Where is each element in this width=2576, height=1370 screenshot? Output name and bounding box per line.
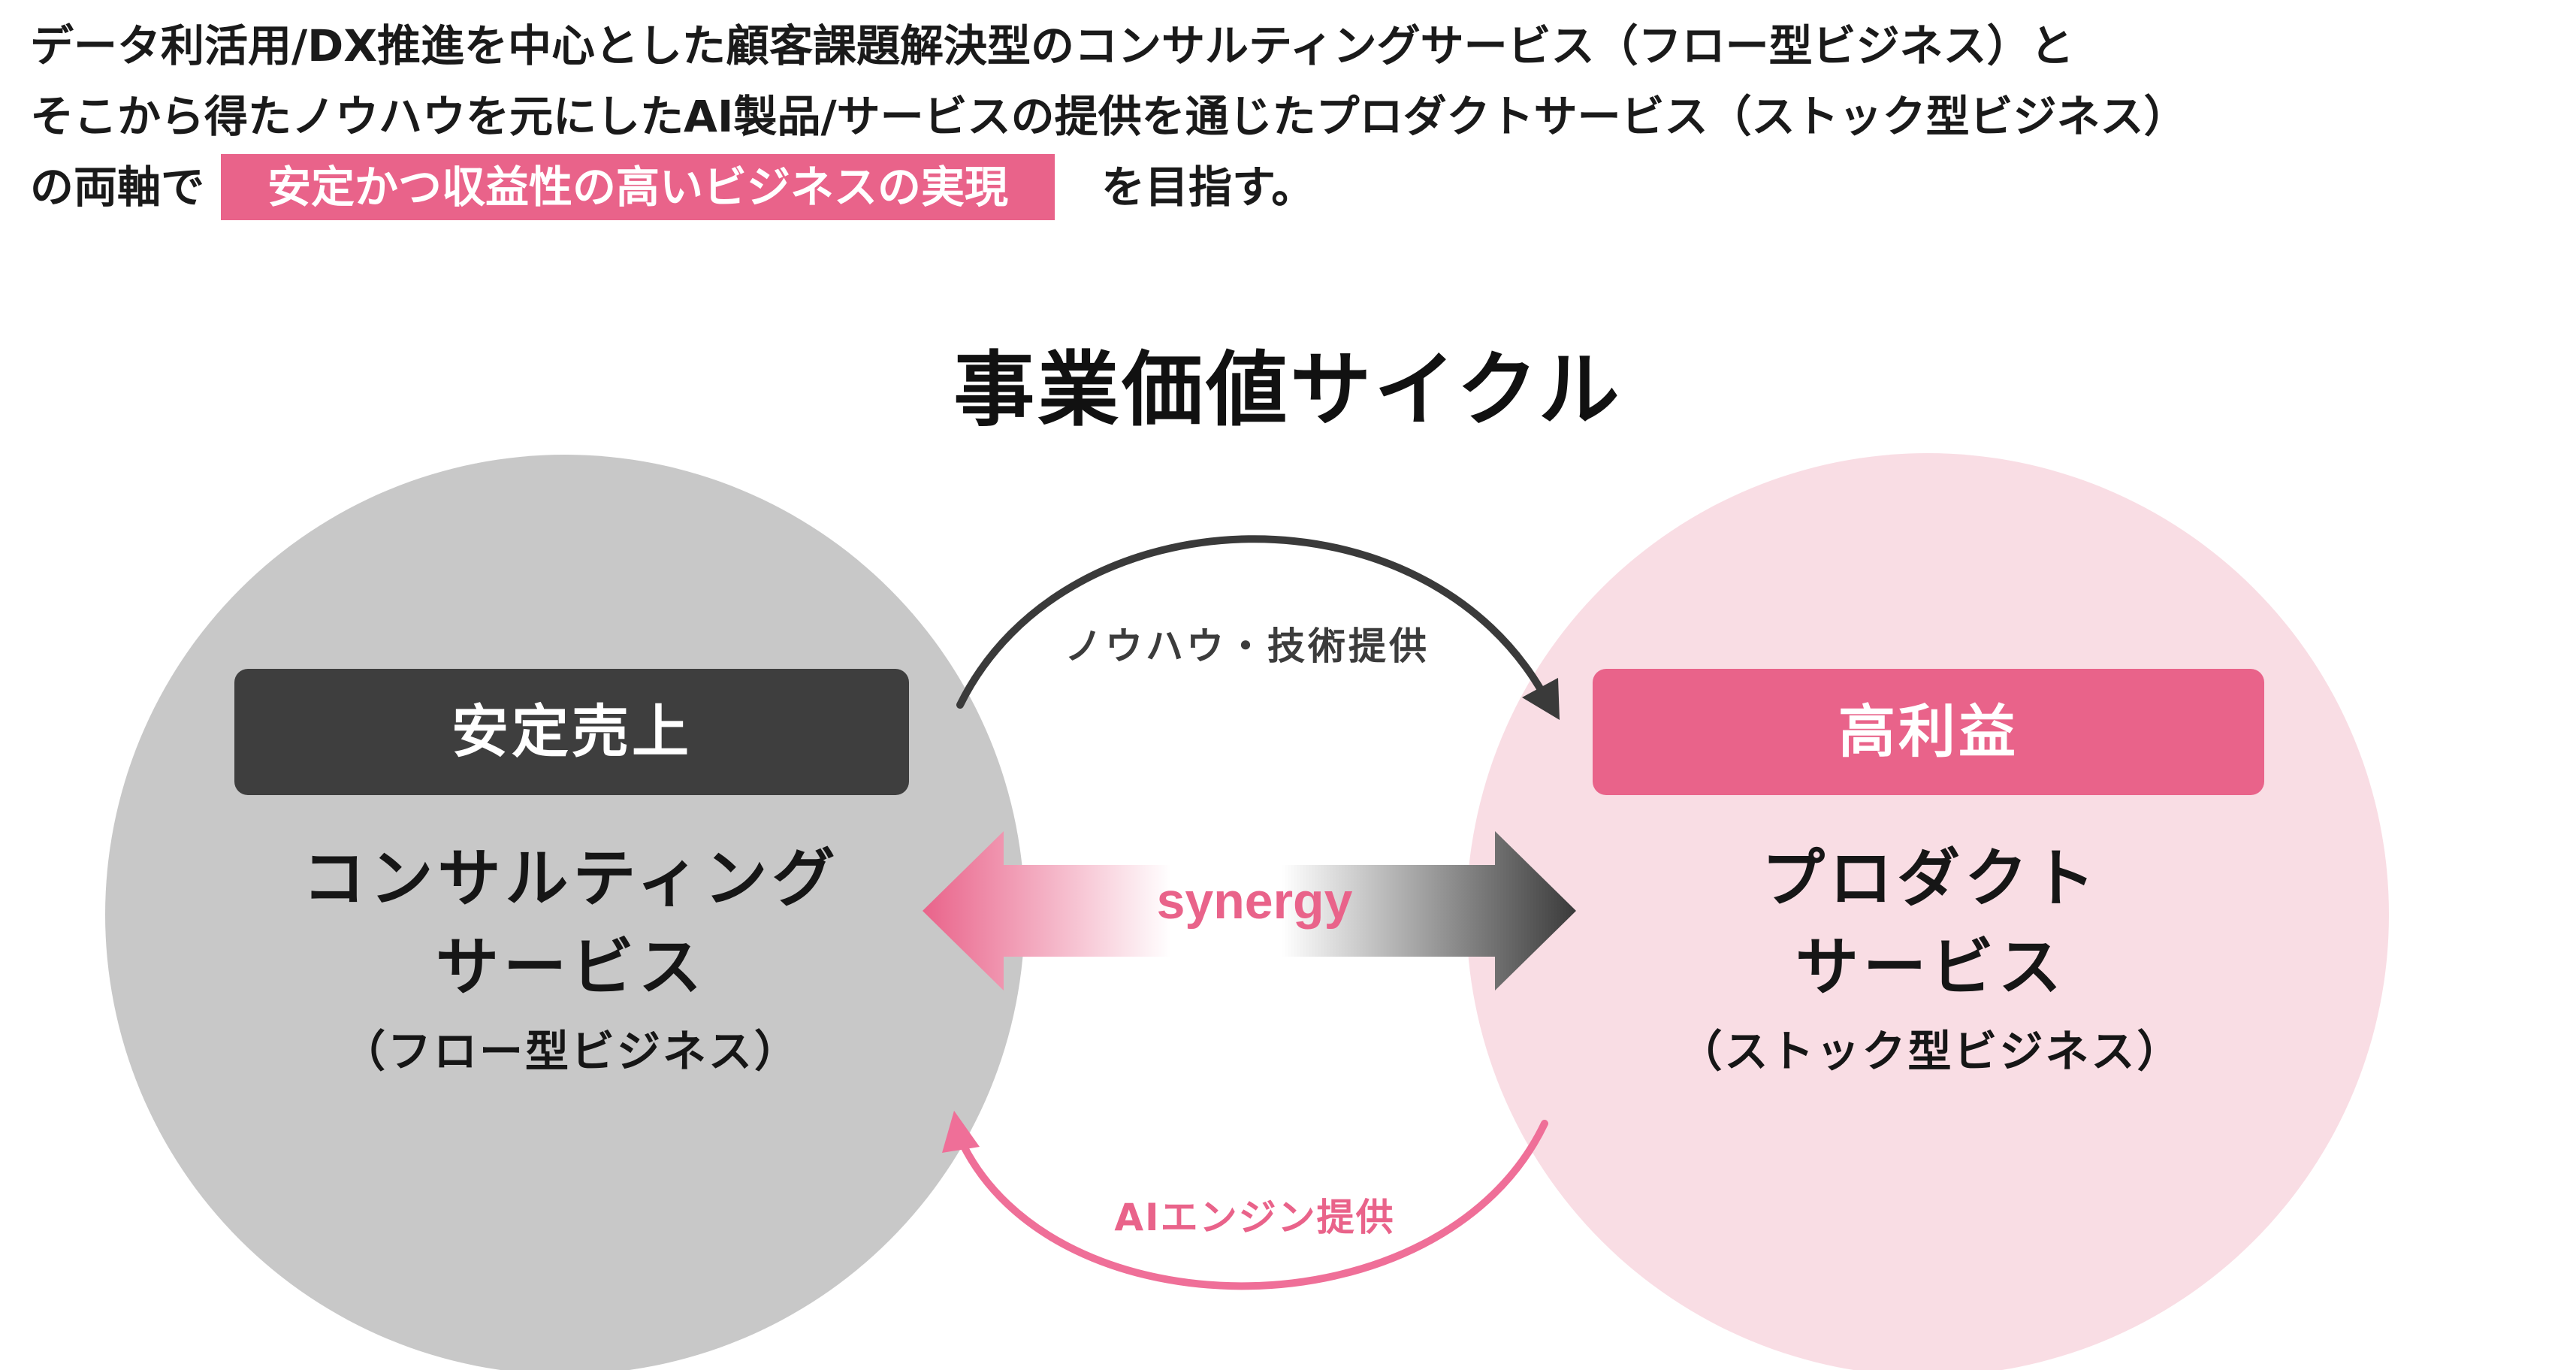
intro-line-1: データ利活用/DX推進を中心とした顧客課題解決型のコンサルティングサービス（フロ… [30, 20, 2074, 71]
bottom-arc-arrowhead [942, 1111, 980, 1153]
product-name-line2: サービス [1795, 930, 2066, 1004]
cycle-title: 事業価値サイクル [953, 343, 1623, 437]
consulting-name-line1: コンサルティング [302, 842, 840, 915]
consulting-service-text: コンサルティング サービス （フロー型ビジネス） [225, 834, 917, 1085]
intro-text: データ利活用/DX推進を中心とした顧客課題解決型のコンサルティングサービス（フロ… [30, 11, 2554, 222]
high-profit-label: 高利益 [1593, 669, 2264, 795]
intro-line-2: そこから得たノウハウを元にしたAI製品/サービスの提供を通じたプロダクトサービス… [30, 91, 2188, 142]
product-service-text: プロダクト サービス （ストック型ビジネス） [1585, 834, 2276, 1085]
intro-line-3-prefix: の両軸で [30, 162, 205, 213]
synergy-label: synergy [1156, 873, 1353, 930]
product-sub: （ストック型ビジネス） [1678, 1026, 2183, 1077]
stable-revenue-label: 安定売上 [234, 669, 909, 795]
top-arc-arrowhead [1522, 678, 1560, 720]
bottom-arc-arrow [956, 1120, 1548, 1290]
intro-line-3: の両軸で安定かつ収益性の高いビジネスの実現を目指す。 [30, 152, 2554, 222]
consulting-name-line2: サービス [435, 930, 706, 1004]
know-how-arrow-label: ノウハウ・技術提供 [1065, 625, 1430, 668]
consulting-sub: （フロー型ビジネス） [341, 1026, 800, 1077]
ai-engine-arrow-label: AIエンジン提供 [1114, 1196, 1395, 1239]
product-name-line1: プロダクト [1761, 842, 2100, 915]
intro-highlight: 安定かつ収益性の高いビジネスの実現 [221, 153, 1055, 220]
synergy-double-arrow [923, 831, 1576, 990]
top-arc-arrow [956, 535, 1550, 709]
intro-line-3-suffix: を目指す。 [1101, 162, 1315, 213]
